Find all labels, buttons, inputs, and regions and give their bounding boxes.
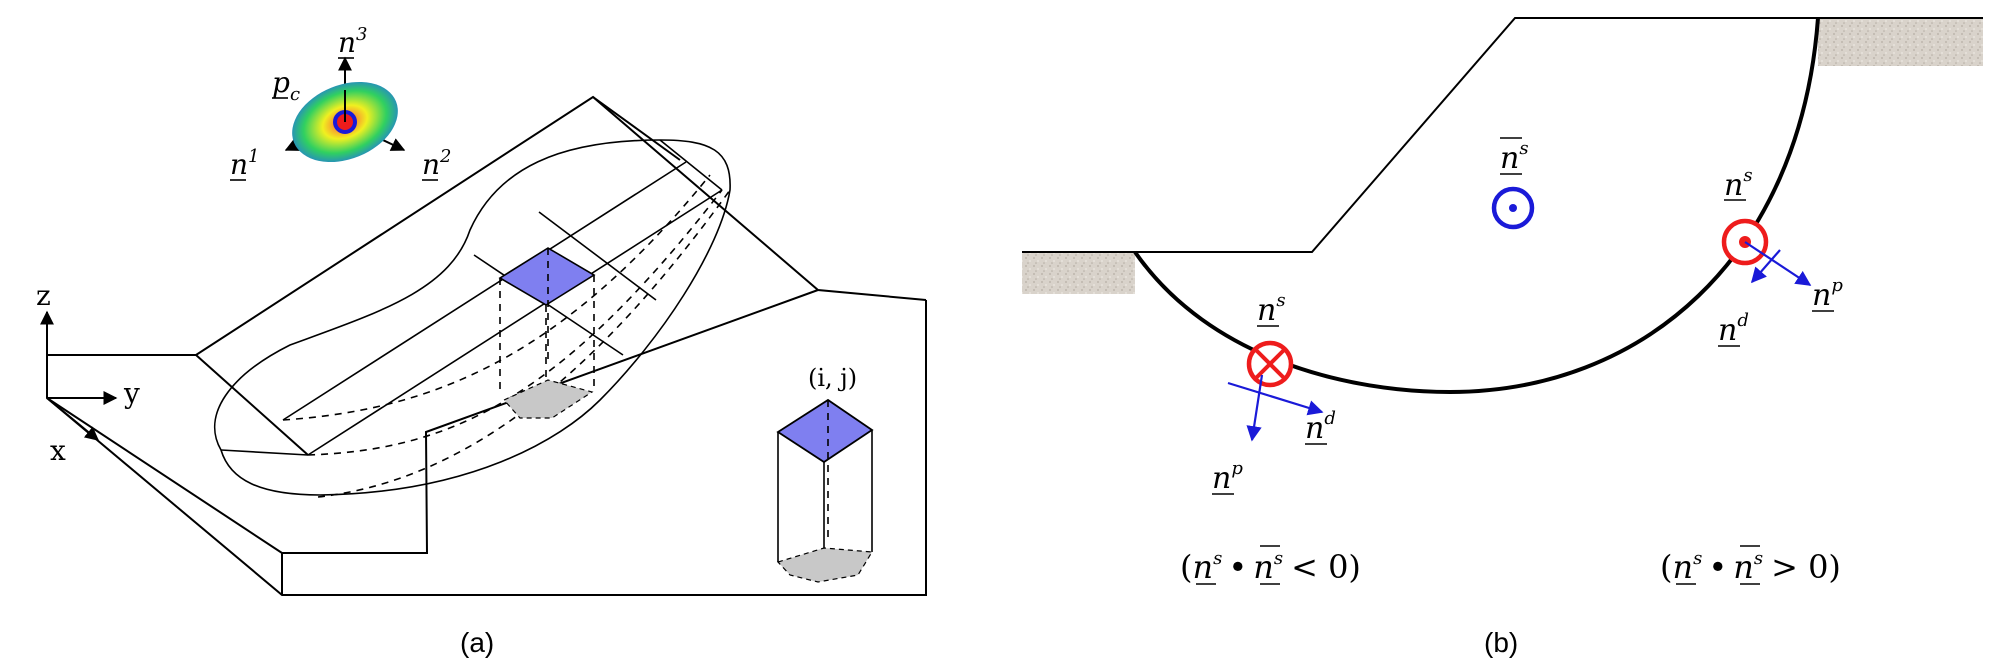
nbar-s-glyph: ns xyxy=(1491,137,1535,230)
axis-x-label: x xyxy=(50,434,66,467)
column-top-cell xyxy=(498,247,596,306)
svg-text:pc: pc xyxy=(272,66,300,105)
svg-text:ns: ns xyxy=(1257,290,1286,328)
axis-z-label: z xyxy=(36,279,51,312)
slope-profile xyxy=(1022,17,1983,253)
svg-text:nd: nd xyxy=(1718,310,1749,348)
coordinate-axes: z y x xyxy=(36,279,140,467)
svg-text:np: np xyxy=(1212,458,1243,496)
ns-right-glyph: ns np nd xyxy=(1718,165,1843,348)
svg-text:n2: n2 xyxy=(422,146,452,181)
nd-left-label: n xyxy=(1305,411,1324,446)
n3-sup: 3 xyxy=(356,24,367,45)
pc-sub: c xyxy=(290,84,300,105)
terrain-block xyxy=(46,95,927,596)
svg-text:nd: nd xyxy=(1305,408,1336,446)
np-left-sup: p xyxy=(1231,458,1243,479)
ground-left xyxy=(1022,252,1135,294)
n3-label: n xyxy=(338,26,356,59)
nd-left-sup: d xyxy=(1324,408,1336,429)
svg-text:n3: n3 xyxy=(338,24,368,59)
slope-column xyxy=(498,247,596,419)
n1-sup: 1 xyxy=(248,146,259,167)
stress-ellipsoid: n3 pc n1 n2 xyxy=(230,24,452,181)
condition-left: (ns•ns< 0) xyxy=(1180,548,1361,586)
condition-right: (ns•ns> 0) xyxy=(1660,548,1841,586)
isolated-cell-top xyxy=(776,398,874,464)
isolated-cell-base xyxy=(776,547,874,583)
axis-y-label: y xyxy=(123,377,140,410)
svg-text:ns: ns xyxy=(1724,165,1753,203)
svg-text:ns: ns xyxy=(1500,138,1529,176)
ns-right-sup: s xyxy=(1743,165,1752,186)
svg-text:n1: n1 xyxy=(230,146,260,181)
nd-right-label: n xyxy=(1718,313,1737,348)
svg-text:np: np xyxy=(1812,275,1843,313)
np-right-sup: p xyxy=(1831,275,1843,296)
caption-a: (a) xyxy=(460,627,494,658)
n1-label: n xyxy=(230,148,248,181)
nbar-s-sup: s xyxy=(1519,138,1528,159)
nd-right-sup: d xyxy=(1737,310,1749,331)
isolated-column: (i, j) xyxy=(776,364,874,583)
cell-label: (i, j) xyxy=(808,364,857,392)
nbar-s-label: n xyxy=(1500,141,1519,176)
slip-surface xyxy=(213,139,731,498)
column-base-shadow xyxy=(503,379,594,419)
panel-b: ns ns np nd ns nd np xyxy=(1022,17,1983,658)
n2-label: n xyxy=(422,148,440,181)
pc-label: p xyxy=(272,66,290,99)
n2-sup: 2 xyxy=(439,146,451,167)
ground-right xyxy=(1818,18,1983,66)
ns-right-label: n xyxy=(1724,168,1743,203)
slip-arc xyxy=(1133,17,1820,395)
ns-left-sup: s xyxy=(1276,290,1285,311)
ns-left-glyph: ns nd np xyxy=(1212,290,1336,496)
caption-b: (b) xyxy=(1484,627,1518,658)
panel-a: (i, j) z y x n3 pc n1 n2 (a) xyxy=(36,24,927,658)
np-right-label: n xyxy=(1812,278,1831,313)
ns-left-label: n xyxy=(1257,293,1276,328)
np-left-label: n xyxy=(1212,461,1231,496)
